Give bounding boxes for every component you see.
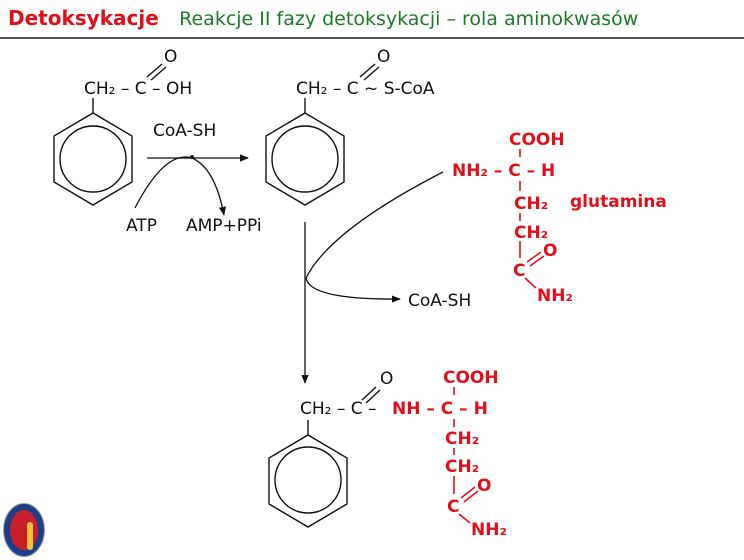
amp-ppi-label: AMP+PPi	[186, 216, 262, 236]
product-acyl-oxygen: O	[380, 369, 393, 389]
university-logo	[3, 503, 45, 557]
product-ch2-a: CH₂	[445, 429, 479, 449]
product-cooh: COOH	[443, 368, 499, 388]
glutamine-ch2-a: CH₂	[514, 194, 548, 214]
glutamine-name: glutamina	[570, 192, 667, 212]
phenylacetyl-coa	[265, 63, 380, 206]
header-divider	[0, 37, 744, 39]
glutamine-curve-arrow	[305, 171, 444, 303]
benzene-ring	[265, 112, 345, 206]
glutamine-carbonyl-c: C	[513, 261, 525, 281]
product-amide: NH₂	[471, 520, 507, 540]
slide-subtitle: Reakcje II fazy detoksykacji – rola amin…	[179, 8, 639, 30]
glutamine-ch2-b: CH₂	[514, 223, 548, 243]
coa-sh-label: CoA-SH	[153, 121, 216, 141]
glutamine-cooh: COOH	[509, 130, 565, 150]
atp-label: ATP	[126, 216, 157, 236]
phenylacetyl-coa-oxygen: O	[377, 47, 390, 67]
benzene-ring	[53, 112, 133, 206]
phenylacetic-oxygen: O	[164, 47, 177, 67]
product-chain-glutamine: NH – C – H	[392, 399, 488, 419]
phenylacetylglutamine: CH₂ – C – O NH – C – H COOH CH₂ CH₂ O C …	[268, 368, 507, 540]
phenylacetyl-coa-chain: CH₂ – C ~ S-CoA	[296, 79, 435, 99]
product-carbonyl-c: C	[447, 497, 459, 517]
phenylacetic-chain: CH₂ – C – OH	[84, 79, 192, 99]
glutamine-alpha: NH₂ – C – H	[452, 161, 555, 181]
slide-header: Detoksykacje Reakcje II fazy detoksykacj…	[8, 6, 638, 30]
glutamine-carbonyl-o: O	[543, 241, 557, 261]
slide-title: Detoksykacje	[8, 6, 159, 30]
product-ch2-b: CH₂	[445, 457, 479, 477]
glutamine: COOH NH₂ – C – H CH₂ glutamina CH₂ O C N…	[452, 130, 667, 306]
benzene-ring	[268, 434, 348, 528]
product-chain-acyl: CH₂ – C –	[300, 399, 377, 419]
phenylacetic-acid	[53, 63, 167, 206]
released-coa-sh: CoA-SH	[408, 291, 471, 311]
product-carbonyl-o: O	[477, 476, 491, 496]
glutamine-amide: NH₂	[537, 286, 573, 306]
atp-curve-arrow	[134, 156, 227, 216]
